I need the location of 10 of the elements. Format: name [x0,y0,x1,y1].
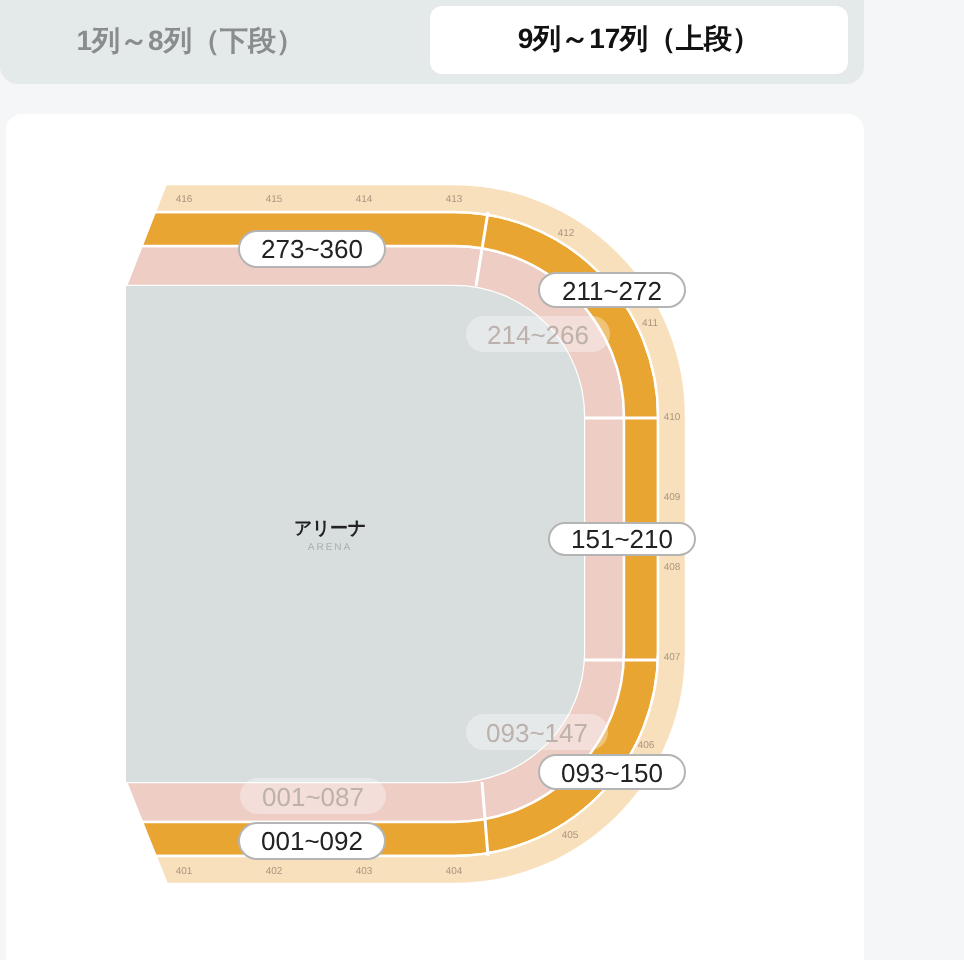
arena-label: アリーナ [294,518,366,538]
tab-label: 1列～8列（下段） [10,8,370,76]
seat-range-label: 273~360 [238,230,386,268]
seat-range-label: 151~210 [548,522,696,556]
faded-range-label: 214~266 [466,316,610,352]
seat-range-label: 211~272 [538,272,686,308]
seat-range-label: 093~150 [538,754,686,790]
seat-range-label: 001~092 [238,822,386,860]
selected-tab: 9列～17列（上段） [430,6,848,74]
faded-range-label: 093~147 [466,714,608,750]
